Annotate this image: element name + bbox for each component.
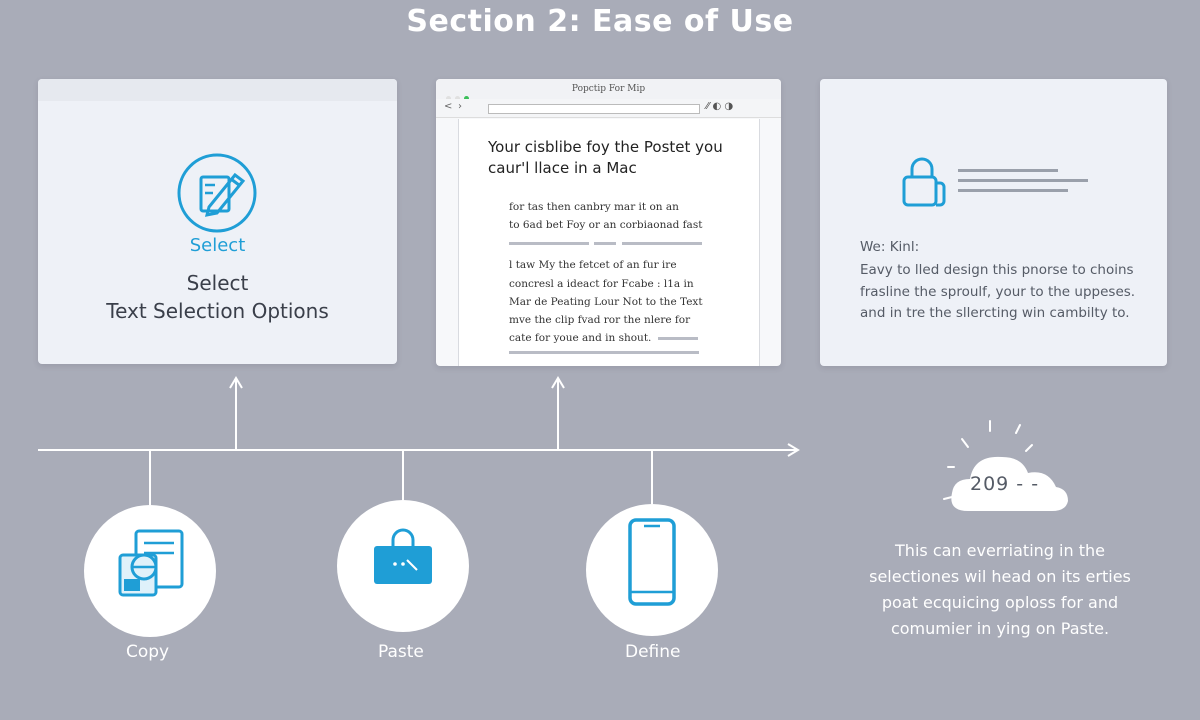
placeholder-bar: [658, 337, 698, 340]
select-icon-caption: Select: [189, 235, 246, 256]
browser-text-line: to 6ad bet Foy or an corbiaonad fast: [509, 219, 703, 231]
lock-card-text: and in tre the sllercting win cambilty t…: [860, 305, 1130, 321]
lock-card-text: Eavy to lled design this pnorse to choin…: [860, 262, 1134, 278]
browser-page-heading: Your cisblibe foy the Postet you caur'l …: [488, 138, 723, 177]
copy-action-button[interactable]: [84, 505, 216, 637]
placeholder-bar: [594, 242, 616, 245]
placeholder-bar: [622, 242, 702, 245]
card-header-bar: [38, 79, 397, 101]
placeholder-bar: [509, 351, 699, 354]
define-action-button[interactable]: [586, 504, 718, 636]
paste-action-button[interactable]: [337, 500, 469, 632]
description-line: comumier in ying on Paste.: [890, 619, 1110, 638]
forward-arrow-icon[interactable]: ›: [458, 101, 462, 112]
browser-text-line: mve the clip fvad ror the nlere for: [509, 314, 691, 326]
edit-pencil-icon: [177, 153, 257, 233]
browser-text-line: concresl a ideact for Fcabe : l1a in: [509, 278, 694, 290]
placeholder-bar: [958, 189, 1068, 192]
browser-window-card[interactable]: Popctip For Mip < › ⁄⁄ ◐ ◑ Your cisblibe…: [436, 79, 781, 366]
page-title: Section 2: Ease of Use: [406, 4, 794, 39]
placeholder-bar: [509, 242, 589, 245]
browser-text-line: Mar de Peating Lour Not to the Text: [509, 296, 703, 308]
lock-card-text: frasline the sproulf, your to the uppese…: [860, 284, 1136, 300]
browser-window-title: Popctip For Mip: [571, 84, 646, 94]
browser-text-line: l taw My the fetcet of an fur ire: [509, 259, 677, 271]
browser-toolbar: < › ⁄⁄ ◐ ◑: [436, 99, 781, 118]
phone-icon: [628, 518, 676, 606]
lock-card-heading: We: Kinl:: [860, 239, 920, 255]
paste-clipboard-icon: [374, 528, 432, 584]
define-label: Define: [625, 642, 681, 662]
copy-document-icon: [118, 529, 184, 597]
paste-label: Paste: [378, 642, 424, 662]
copy-label: Copy: [126, 642, 170, 662]
select-title-line-2: Text Selection Options: [106, 299, 329, 323]
placeholder-bar: [958, 169, 1058, 172]
window-controls[interactable]: [446, 86, 473, 105]
description-line: This can everriating in the: [895, 541, 1105, 560]
cloud-value: 209 - -: [970, 473, 1040, 495]
address-bar[interactable]: [488, 104, 700, 114]
placeholder-bar: [958, 179, 1088, 182]
browser-text-line: for tas then canbry mar it on an: [509, 201, 679, 213]
lock-card[interactable]: We: Kinl: Eavy to lled design this pnors…: [820, 79, 1167, 366]
lock-bag-icon: [902, 157, 946, 207]
back-arrow-icon[interactable]: <: [444, 101, 453, 112]
maximize-dot-icon[interactable]: [464, 96, 469, 101]
close-dot-icon[interactable]: [446, 96, 451, 101]
description-line: poat ecquicing oploss for and: [881, 593, 1119, 612]
description-line: selectiones wil head on its erties: [869, 567, 1131, 586]
browser-text-line: cate for youe and in shout.: [509, 332, 652, 344]
select-card[interactable]: Select Select Text Selection Options: [38, 79, 397, 364]
select-title-line-1: Select: [186, 271, 249, 295]
cloud-icon: [943, 420, 1068, 511]
browser-titlebar: Popctip For Mip: [436, 79, 781, 101]
toolbar-tool-icons[interactable]: ⁄⁄ ◐ ◑: [706, 101, 734, 112]
minimize-dot-icon[interactable]: [455, 96, 460, 101]
